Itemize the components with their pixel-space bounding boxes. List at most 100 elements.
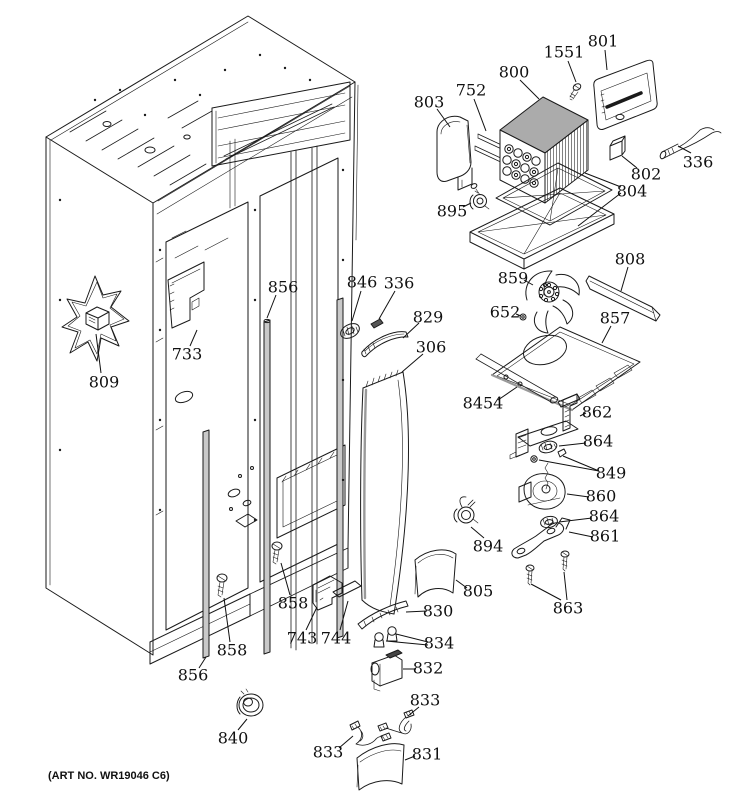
part-895-motor <box>469 183 490 210</box>
leader-line-862 <box>579 412 587 417</box>
leader-line-856 <box>266 294 277 319</box>
part-858-screws <box>216 541 283 598</box>
part-callout-733: 733 <box>172 345 203 364</box>
part-callout-894: 894 <box>473 537 504 556</box>
leader-line-805 <box>455 579 468 589</box>
part-863-screws <box>525 550 570 586</box>
part-callout-860: 860 <box>586 487 617 506</box>
part-callout-803: 803 <box>414 93 445 112</box>
part-803-cover <box>436 115 473 191</box>
part-805-panel <box>414 549 457 598</box>
part-834-lamps <box>373 626 398 648</box>
leader-line-863 <box>530 583 562 601</box>
part-8454-tube <box>475 353 559 404</box>
leader-line-8454 <box>497 386 518 401</box>
part-833-harness-upper <box>377 709 415 735</box>
part-callout-808: 808 <box>615 250 646 269</box>
part-849-fasteners <box>530 448 567 463</box>
part-864-grommet-upper <box>538 440 558 454</box>
part-652-grommet <box>519 313 527 321</box>
leader-line-856 <box>198 656 207 669</box>
leader-line-833 <box>407 706 420 717</box>
leader-line-895 <box>462 202 472 208</box>
part-829-cap <box>361 331 409 358</box>
part-804-pans <box>469 162 615 270</box>
leader-line-804 <box>577 192 622 227</box>
leader-line-864 <box>558 442 587 447</box>
part-862-bracket <box>509 393 581 460</box>
part-callout-752: 752 <box>456 81 487 100</box>
part-callout-834: 834 <box>424 634 455 653</box>
leader-line-652 <box>515 313 522 317</box>
part-callout-652: 652 <box>490 303 521 322</box>
part-801-grille <box>593 59 658 130</box>
part-callout-805: 805 <box>463 582 494 601</box>
part-callout-804: 804 <box>617 182 648 201</box>
cabinet-outline <box>45 15 359 665</box>
part-846-grommet <box>340 323 360 339</box>
part-callout-336: 336 <box>683 153 714 172</box>
part-743-bracket <box>312 575 343 611</box>
part-callout-846: 846 <box>347 273 378 292</box>
leader-line-744 <box>339 600 349 631</box>
leader-line-860 <box>566 493 590 498</box>
part-callout-833: 833 <box>313 743 344 762</box>
part-callout-863: 863 <box>553 599 584 618</box>
leader-line-808 <box>620 266 629 292</box>
leader-line-846 <box>351 290 362 322</box>
part-callout-862: 862 <box>582 403 613 422</box>
part-callout-831: 831 <box>412 745 443 764</box>
leader-line-804 <box>584 172 622 188</box>
leader-line-743 <box>305 606 318 631</box>
part-744-plate <box>332 580 362 598</box>
part-callout-336: 336 <box>384 274 415 293</box>
part-callout-832: 832 <box>413 659 444 678</box>
art-number: (ART NO. WR19046 C6) <box>48 770 170 782</box>
leader-line-857 <box>601 325 612 344</box>
leader-line-733 <box>189 329 198 347</box>
part-callout-802: 802 <box>631 165 662 184</box>
leader-line-831 <box>404 755 416 761</box>
part-336-wire <box>659 127 722 160</box>
leader-line-840 <box>237 718 248 731</box>
part-callout-829: 829 <box>413 308 444 327</box>
leader-line-800 <box>519 79 540 100</box>
leader-line-858 <box>223 597 231 643</box>
part-894-motor <box>453 496 479 524</box>
part-callout-861: 861 <box>590 527 621 546</box>
leader-line-809 <box>95 333 102 374</box>
part-callout-895: 895 <box>437 202 468 221</box>
part-callout-840: 840 <box>218 729 249 748</box>
part-859-fan-blade <box>525 270 580 334</box>
part-831-panel <box>356 743 405 791</box>
part-callout-830: 830 <box>423 602 454 621</box>
part-callout-8454: 8454 <box>463 394 504 413</box>
leader-line-802 <box>621 155 638 169</box>
part-830-trim <box>357 600 409 630</box>
mullion-strips <box>202 297 344 659</box>
leader-line-834 <box>395 633 429 643</box>
rivet-dots <box>58 53 345 522</box>
part-832-socket <box>370 649 403 692</box>
part-callout-856: 856 <box>178 666 209 685</box>
part-callout-859: 859 <box>498 269 529 288</box>
leader-line-863 <box>563 571 568 601</box>
leader-line-801 <box>604 49 608 71</box>
leader-line-752 <box>473 98 487 132</box>
part-864-grommet-lower <box>540 515 558 529</box>
leader-line-336 <box>378 290 396 320</box>
part-1551-screw <box>569 83 582 101</box>
part-callout-858: 858 <box>217 641 248 660</box>
part-callout-856: 856 <box>268 278 299 297</box>
leader-line-1551 <box>567 60 577 83</box>
part-callout-864: 864 <box>583 432 614 451</box>
leader-line-830 <box>405 610 428 613</box>
part-306-tower <box>360 369 409 615</box>
part-800-evaporator <box>499 96 589 204</box>
leader-line-894 <box>470 526 485 539</box>
part-802-capacitor <box>609 135 626 161</box>
part-callout-801: 801 <box>588 32 619 51</box>
